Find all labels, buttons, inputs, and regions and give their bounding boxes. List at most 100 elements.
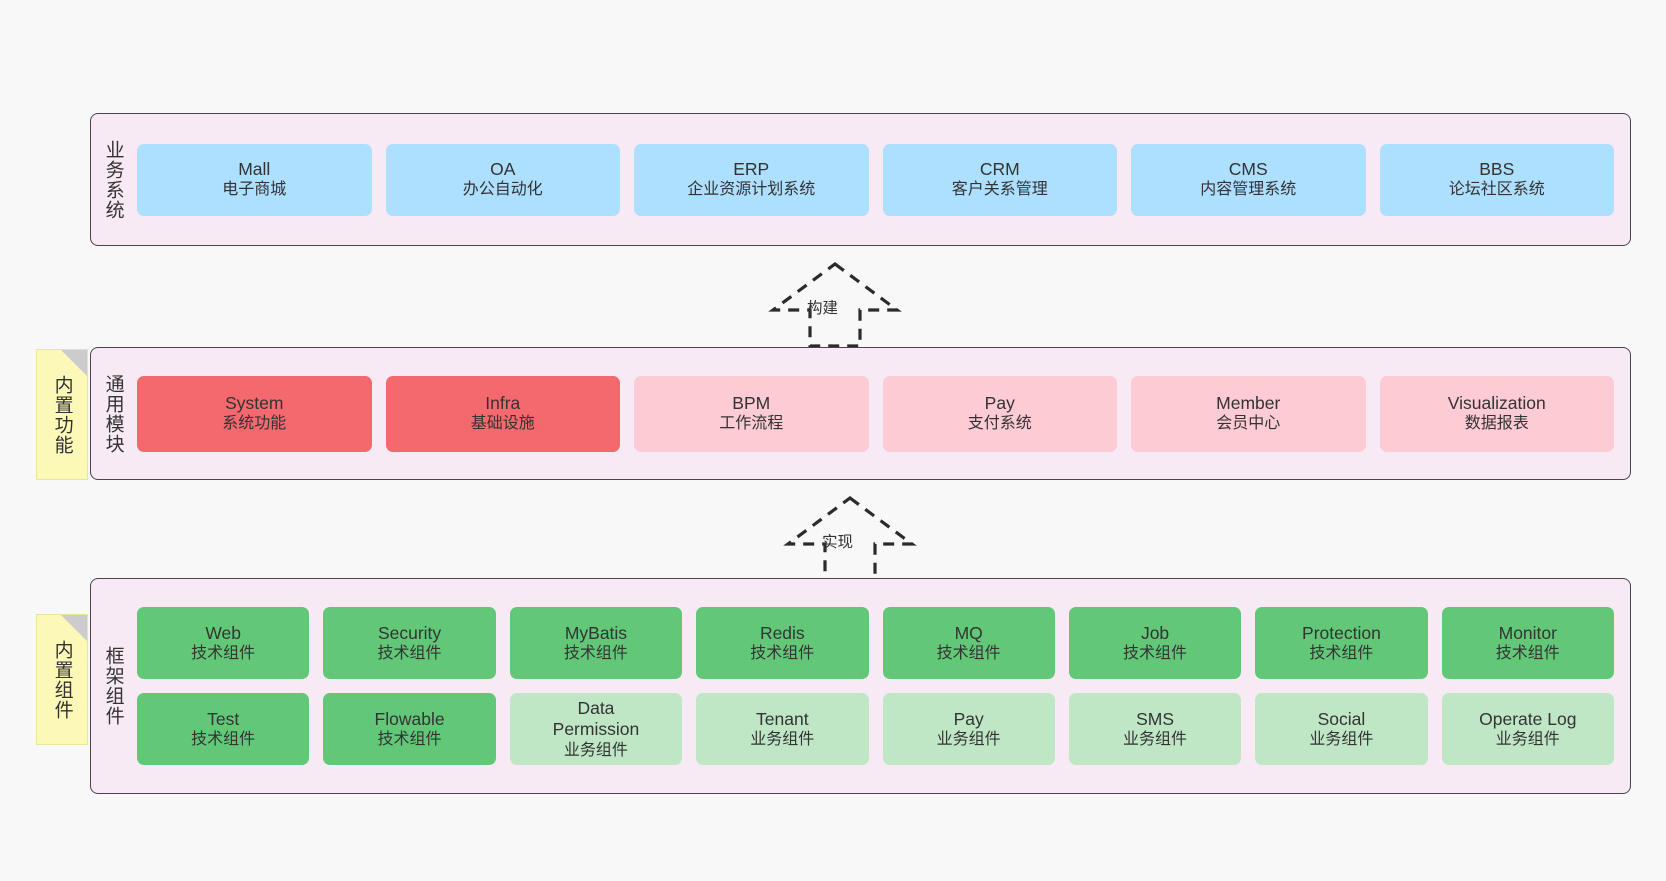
note-builtin-components[interactable]: 内置组件	[36, 614, 88, 745]
card-test[interactable]: Test 技术组件	[137, 693, 310, 765]
card-subtitle: 基础设施	[470, 415, 535, 433]
card-subtitle: 系统功能	[222, 415, 287, 433]
card-mybatis[interactable]: MyBatis 技术组件	[509, 607, 683, 679]
card-title: Member	[1216, 393, 1281, 414]
card-title: Protection	[1302, 622, 1381, 643]
card-subtitle: 电子商城	[222, 181, 287, 199]
layer-framework-components-body: Web 技术组件 Security 技术组件 MyBatis 技术组件 Redi…	[135, 579, 1630, 793]
card-title: CRM	[979, 159, 1020, 180]
card-title: Test	[207, 708, 240, 729]
card-subtitle: 业务组件	[936, 730, 1001, 748]
card-subtitle: 技术组件	[1309, 644, 1374, 662]
card-protection[interactable]: Protection 技术组件	[1255, 607, 1428, 679]
card-title: MyBatis	[564, 622, 628, 643]
card-row: Web 技术组件 Security 技术组件 MyBatis 技术组件 Redi…	[137, 607, 1614, 679]
card-subtitle: 技术组件	[377, 644, 442, 662]
card-title: Pay	[984, 393, 1015, 414]
card-subtitle: 技术组件	[936, 644, 1001, 662]
card-title: CMS	[1228, 159, 1268, 180]
card-subtitle: 内容管理系统	[1200, 181, 1297, 199]
card-oa[interactable]: OA 办公自动化	[385, 143, 620, 216]
card-title: Visualization	[1447, 393, 1546, 414]
card-subtitle: 技术组件	[750, 644, 815, 662]
card-pay[interactable]: Pay 支付系统	[882, 375, 1117, 452]
card-title: BBS	[1479, 159, 1515, 180]
card-title: BPM	[732, 393, 771, 414]
card-mq[interactable]: MQ 技术组件	[882, 607, 1055, 679]
card-operate-log[interactable]: Operate Log 业务组件	[1441, 693, 1614, 765]
note-builtin-features-label: 内置功能	[51, 374, 73, 455]
note-builtin-components-label: 内置组件	[51, 639, 73, 720]
layer-framework-components-title: 框架组件	[102, 646, 124, 726]
card-title: System	[225, 393, 284, 414]
card-social[interactable]: Social 业务组件	[1255, 693, 1428, 765]
card-title: Monitor	[1498, 622, 1557, 643]
card-erp[interactable]: ERP 企业资源计划系统	[634, 143, 869, 216]
card-subtitle: 技术组件	[191, 644, 256, 662]
note-fold-corner-icon	[61, 350, 87, 376]
card-subtitle: 业务组件	[750, 730, 815, 748]
card-subtitle: 业务组件	[1495, 730, 1560, 748]
card-subtitle: 业务组件	[1123, 730, 1188, 748]
card-member[interactable]: Member 会员中心	[1131, 375, 1366, 452]
card-job[interactable]: Job 技术组件	[1068, 607, 1242, 679]
card-title: Social	[1317, 708, 1366, 729]
card-title: Data Permission	[552, 697, 640, 740]
card-pay-business[interactable]: Pay 业务组件	[882, 693, 1055, 765]
card-subtitle: 技术组件	[377, 730, 442, 748]
card-subtitle: 技术组件	[563, 644, 628, 662]
card-web[interactable]: Web 技术组件	[137, 607, 310, 679]
layer-business-systems-body: Mall 电子商城 OA 办公自动化 ERP 企业资源计划系统 CRM 客户关系…	[135, 114, 1630, 245]
card-title: Job	[1140, 622, 1170, 643]
card-subtitle: 企业资源计划系统	[687, 181, 816, 199]
card-crm[interactable]: CRM 客户关系管理	[882, 143, 1117, 216]
card-row: Mall 电子商城 OA 办公自动化 ERP 企业资源计划系统 CRM 客户关系…	[137, 143, 1614, 216]
card-title: Mall	[238, 159, 271, 180]
connector-implement: 实现	[765, 492, 935, 584]
card-row: Test 技术组件 Flowable 技术组件 Data Permission …	[137, 693, 1614, 765]
card-mall[interactable]: Mall 电子商城	[137, 143, 372, 216]
note-builtin-features[interactable]: 内置功能	[36, 349, 88, 480]
card-visualization[interactable]: Visualization 数据报表	[1379, 375, 1614, 452]
card-subtitle: 办公自动化	[462, 181, 543, 199]
card-redis[interactable]: Redis 技术组件	[696, 607, 869, 679]
card-title: Infra	[485, 393, 521, 414]
connector-build-label: 构建	[807, 300, 839, 317]
card-infra[interactable]: Infra 基础设施	[385, 375, 620, 452]
layer-framework-components[interactable]: 框架组件 Web 技术组件 Security 技术组件 MyBatis 技术组件…	[90, 578, 1631, 794]
layer-common-modules[interactable]: 通用模块 System 系统功能 Infra 基础设施 BPM 工作流程 Pay…	[90, 347, 1631, 480]
card-subtitle: 客户关系管理	[951, 181, 1048, 199]
card-title: OA	[490, 159, 516, 180]
card-bbs[interactable]: BBS 论坛社区系统	[1379, 143, 1614, 216]
card-subtitle: 业务组件	[563, 741, 628, 759]
card-bpm[interactable]: BPM 工作流程	[634, 375, 869, 452]
card-row: System 系统功能 Infra 基础设施 BPM 工作流程 Pay 支付系统…	[137, 375, 1614, 452]
layer-business-systems[interactable]: 业务系统 Mall 电子商城 OA 办公自动化 ERP 企业资源计划系统 CRM…	[90, 113, 1631, 246]
card-flowable[interactable]: Flowable 技术组件	[323, 693, 496, 765]
card-title: ERP	[733, 159, 770, 180]
card-cms[interactable]: CMS 内容管理系统	[1131, 143, 1366, 216]
card-subtitle: 论坛社区系统	[1448, 181, 1545, 199]
card-title: Pay	[953, 708, 984, 729]
card-subtitle: 技术组件	[1495, 644, 1560, 662]
connector-build-arrow-icon	[768, 262, 902, 348]
card-title: Web	[205, 622, 242, 643]
card-tenant[interactable]: Tenant 业务组件	[696, 693, 869, 765]
card-title: Security	[377, 622, 442, 643]
card-title: Flowable	[374, 708, 445, 729]
card-system[interactable]: System 系统功能	[137, 375, 372, 452]
card-data-permission[interactable]: Data Permission 业务组件	[509, 693, 683, 765]
connector-implement-label: 实现	[822, 534, 854, 551]
layer-common-modules-body: System 系统功能 Infra 基础设施 BPM 工作流程 Pay 支付系统…	[135, 348, 1630, 479]
card-sms[interactable]: SMS 业务组件	[1068, 693, 1242, 765]
card-subtitle: 技术组件	[1123, 644, 1188, 662]
card-subtitle: 技术组件	[191, 730, 256, 748]
card-subtitle: 会员中心	[1216, 415, 1281, 433]
card-monitor[interactable]: Monitor 技术组件	[1441, 607, 1614, 679]
card-subtitle: 工作流程	[719, 415, 784, 433]
card-security[interactable]: Security 技术组件	[323, 607, 496, 679]
card-title: SMS	[1136, 708, 1175, 729]
layer-common-modules-title: 通用模块	[102, 373, 124, 454]
connector-build: 构建	[750, 258, 920, 350]
